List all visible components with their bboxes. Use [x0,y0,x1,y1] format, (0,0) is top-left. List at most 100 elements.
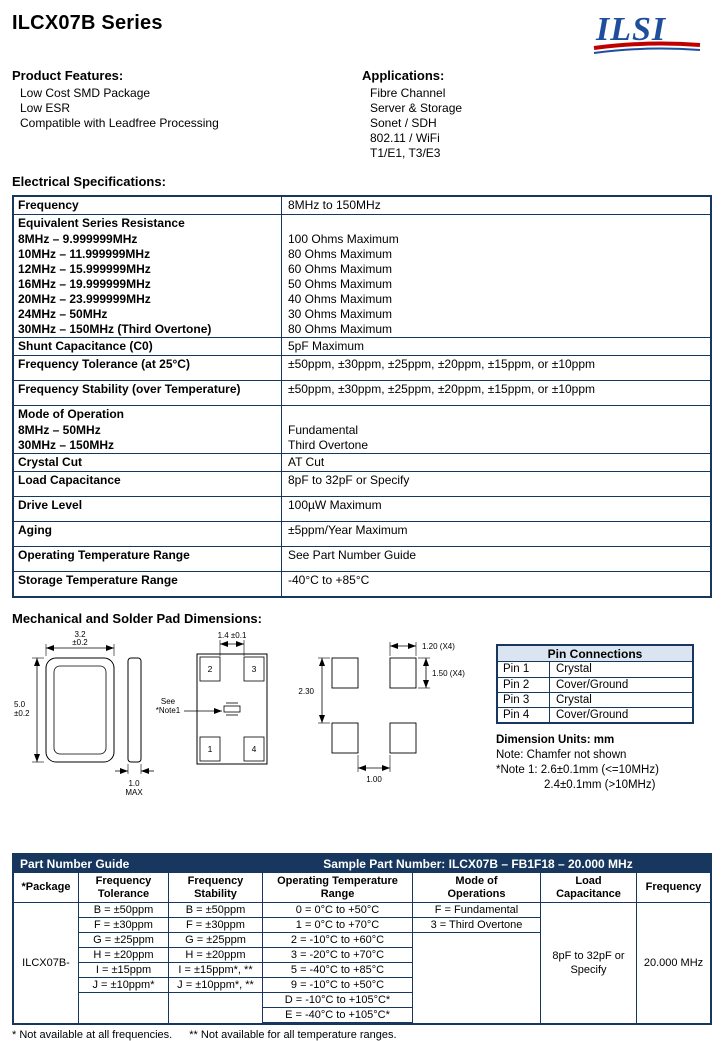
spec-parameter: 8MHz – 9.999999MHz [14,232,282,247]
pin-function: Crystal [556,663,592,675]
spec-parameter: 20MHz – 23.999999MHz [14,292,282,307]
spec-row: Crystal Cut AT Cut [14,453,710,471]
tolerance-option: G = ±25ppm [79,933,168,948]
footnotes: * Not available at all frequencies. ** N… [12,1029,712,1041]
page-header: ILCX07B Series ILSI [12,8,712,60]
spec-row: Frequency Stability (over Temperature) ±… [14,380,710,405]
page-title: ILCX07B Series [12,12,163,34]
spec-row: 16MHz – 19.999999MHz 50 Ohms Maximum [14,277,710,292]
spec-value: 8pF to 32pF or Specify [288,473,410,487]
pin-row: Pin 4 Cover/Ground [498,707,692,722]
spec-parameter: 12MHz – 15.999999MHz [14,262,282,277]
spec-value: AT Cut [288,455,325,469]
application-item: Server & Storage [370,101,463,115]
logo-underline-blue [593,47,701,54]
spec-row: 8MHz – 50MHz Fundamental [14,423,710,438]
spec-parameter: Mode of Operation [14,406,282,423]
spec-row: Frequency 8MHz to 150MHz [14,197,710,214]
spec-parameter: 30MHz – 150MHz (Third Overtone) [14,322,282,337]
spec-row: 24MHz – 50MHz 30 Ohms Maximum [14,307,710,322]
tolerance-option: I = ±15ppm [79,963,168,978]
tolerance-option: B = ±50ppm [79,903,168,918]
electrical-specifications-heading: Electrical Specifications: [12,174,166,189]
spec-parameter: Storage Temperature Range [14,572,282,596]
load-capacitance-value: 8pF to 32pF or Specify [552,950,625,976]
spec-value: 80 Ohms Maximum [288,322,393,336]
temperature-option: D = -10°C to +105°C* [263,993,412,1008]
spec-value: 30 Ohms Maximum [288,307,393,321]
spec-row: Equivalent Series Resistance [14,214,710,232]
pad-3-label: 3 [252,664,257,674]
spec-parameter: Shunt Capacitance (C0) [14,338,282,355]
part-number-guide-titlebar: Part Number Guide Sample Part Number: IL… [14,855,710,873]
pin-row: Pin 1 Crystal [498,662,692,677]
package-side-view [115,657,154,774]
stability-option: G = ±25ppm [169,933,262,948]
spec-parameter: 10MHz – 11.999999MHz [14,247,282,262]
logo-underline-swoosh [593,41,701,50]
temperature-option: 1 = 0°C to +70°C [263,918,412,933]
stability-option: I = ±15ppm*, ** [169,963,262,978]
spec-parameter: Aging [14,522,282,546]
pin-number: Pin 2 [498,678,550,692]
applications-heading: Applications: [362,68,445,83]
part-number-guide-title: Part Number Guide [20,857,130,871]
pin-number: Pin 1 [498,662,550,677]
spec-parameter: Frequency Stability (over Temperature) [14,381,282,405]
ilsi-logo: ILSI [593,11,701,54]
spec-row: 8MHz – 9.999999MHz 100 Ohms Maximum [14,232,710,247]
mechanical-heading: Mechanical and Solder Pad Dimensions: [12,611,262,626]
tolerance-option: J = ±10ppm* [79,978,168,993]
temperature-option: 9 = -10°C to +50°C [263,978,412,993]
column-header-package: *Package [14,873,78,903]
pin-row: Pin 3 Crystal [498,692,692,707]
column-header-load-capacitance: Load Capacitance [541,873,636,903]
dim-body-width-tol: ±0.2 [72,638,88,647]
tolerance-option: F = ±30ppm [79,918,168,933]
column-header-frequency-stability: Frequency Stability [169,873,262,903]
pin-number: Pin 3 [498,693,550,707]
note1-line2: 2.4±0.1mm (>10MHz) [544,779,656,791]
land-pattern-view [184,640,268,765]
pin-function: Crystal [556,694,592,706]
pin-row: Pin 2 Cover/Ground [498,677,692,692]
spec-value [282,406,710,423]
column-operating-temperature: Operating Temperature Range 0 = 0°C to +… [262,873,412,1023]
spec-value: ±50ppm, ±30ppm, ±25ppm, ±20ppm, ±15ppm, … [288,382,596,396]
stability-option: H = ±20ppm [169,948,262,963]
spec-value: 60 Ohms Maximum [288,262,393,276]
spec-row: Operating Temperature Range See Part Num… [14,546,710,571]
application-item: 802.11 / WiFi [370,131,440,145]
feature-item: Low ESR [20,101,71,115]
package-front-view [32,644,115,763]
spec-row: Storage Temperature Range -40°C to +85°C [14,571,710,596]
pin-number: Pin 4 [498,708,550,722]
spec-value: Third Overtone [288,438,369,452]
part-number-guide-table: Part Number Guide Sample Part Number: IL… [12,853,712,1025]
mode-option: 3 = Third Overtone [413,918,540,933]
chamfer-note: Note: Chamfer not shown [496,749,627,761]
spec-parameter: 24MHz – 50MHz [14,307,282,322]
note1-ref-see: See [161,697,176,706]
spec-parameter: Operating Temperature Range [14,547,282,571]
application-item: T1/E1, T3/E3 [370,146,441,160]
temperature-option: 5 = -40°C to +85°C [263,963,412,978]
spec-row: Frequency Tolerance (at 25°C) ±50ppm, ±3… [14,355,710,380]
mechanical-notes: Dimension Units: mm Note: Chamfer not sh… [496,733,712,793]
pin-connections-table: Pin Connections Pin 1 Crystal Pin 2 Cove… [496,644,694,724]
dim-thickness-value: 1.0 [128,779,140,788]
mechanical-info-panel: Pin Connections Pin 1 Crystal Pin 2 Cove… [490,630,712,845]
temperature-option: 0 = 0°C to +50°C [263,903,412,918]
package-value: ILCX07B- [22,957,70,969]
spec-value: 50 Ohms Maximum [288,277,393,291]
spec-row: Mode of Operation [14,405,710,423]
spec-value: 100 Ohms Maximum [288,232,399,246]
feature-item: Compatible with Leadfree Processing [20,116,219,130]
pad-1-label: 1 [208,744,213,754]
